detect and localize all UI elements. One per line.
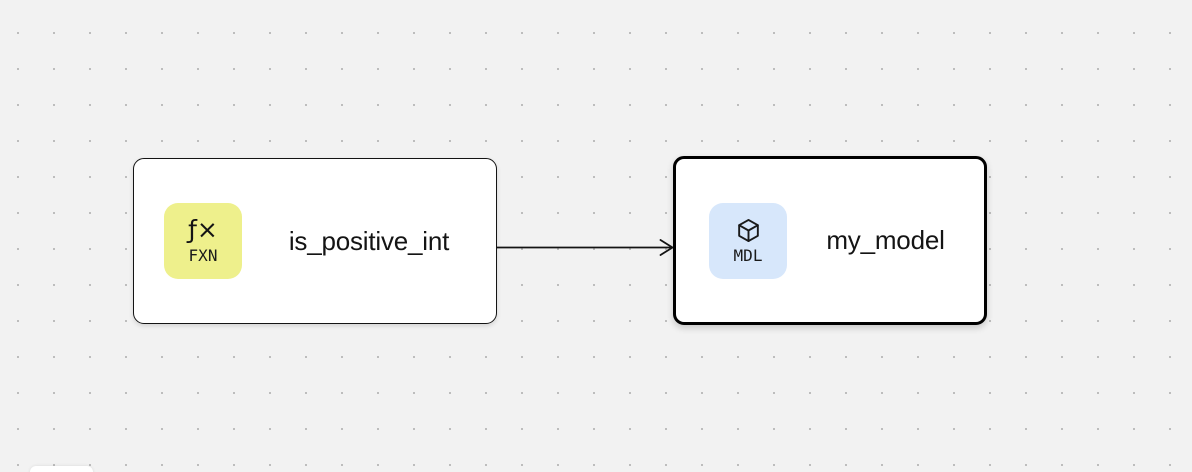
model-type-badge: MDL (709, 202, 787, 279)
node-type-tag: MDL (733, 246, 763, 266)
node-is_positive_int[interactable]: ƒ× FXN is_positive_int (133, 158, 497, 324)
node-type-tag: FXN (188, 245, 218, 265)
function-type-badge: ƒ× FXN (164, 203, 242, 279)
bottom-panel-sliver (30, 466, 93, 472)
node-my_model[interactable]: MDL my_model (673, 156, 987, 325)
node-label: my_model (826, 225, 945, 255)
node-label: is_positive_int (288, 225, 450, 256)
edge-is_positive_int-my_model[interactable] (497, 239, 674, 256)
arrowhead-icon (659, 239, 674, 256)
cube-icon (737, 219, 759, 243)
fx-function-icon: ƒ× (188, 215, 218, 245)
